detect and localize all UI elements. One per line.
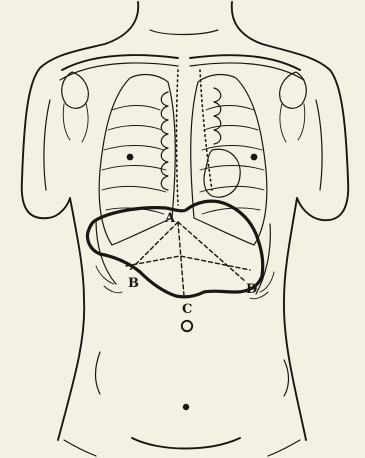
nipple-right — [251, 154, 258, 161]
shoulder-joint-left — [62, 72, 89, 108]
liver-outline — [88, 201, 263, 297]
line-a-to-b — [130, 222, 178, 270]
arm-line-right — [316, 100, 322, 190]
humerus-left — [63, 104, 88, 142]
line-a-to-c — [178, 222, 184, 296]
groin-left — [64, 440, 96, 456]
line-a-to-d — [178, 222, 246, 282]
heart-outline — [204, 149, 240, 197]
label-b: B — [128, 277, 139, 290]
sternum-line-right — [200, 70, 212, 190]
navel — [183, 404, 189, 410]
line-b-to-d — [126, 256, 250, 270]
flank-right — [284, 360, 289, 396]
label-c: C — [182, 303, 192, 316]
rib-ends-left — [96, 266, 122, 293]
chest-scallops-left — [161, 92, 168, 190]
lower-belly-arc — [132, 438, 240, 449]
label-d: D — [246, 283, 257, 296]
arm-line-left — [44, 100, 50, 190]
clavicle-left — [62, 55, 178, 70]
label-a: A — [165, 212, 175, 225]
neck-line — [150, 30, 218, 35]
nipple-left — [127, 154, 134, 161]
shoulder-joint-right — [280, 72, 307, 108]
chest-scallops-right — [214, 88, 221, 144]
groin-right — [268, 440, 300, 456]
marker-circle — [182, 321, 192, 331]
flank-left — [96, 352, 101, 394]
humerus-right — [280, 104, 305, 142]
sternum-line-left — [177, 70, 179, 205]
clavicle-right — [190, 55, 300, 70]
torso-outline — [22, 2, 349, 440]
ribs-left — [102, 106, 166, 215]
